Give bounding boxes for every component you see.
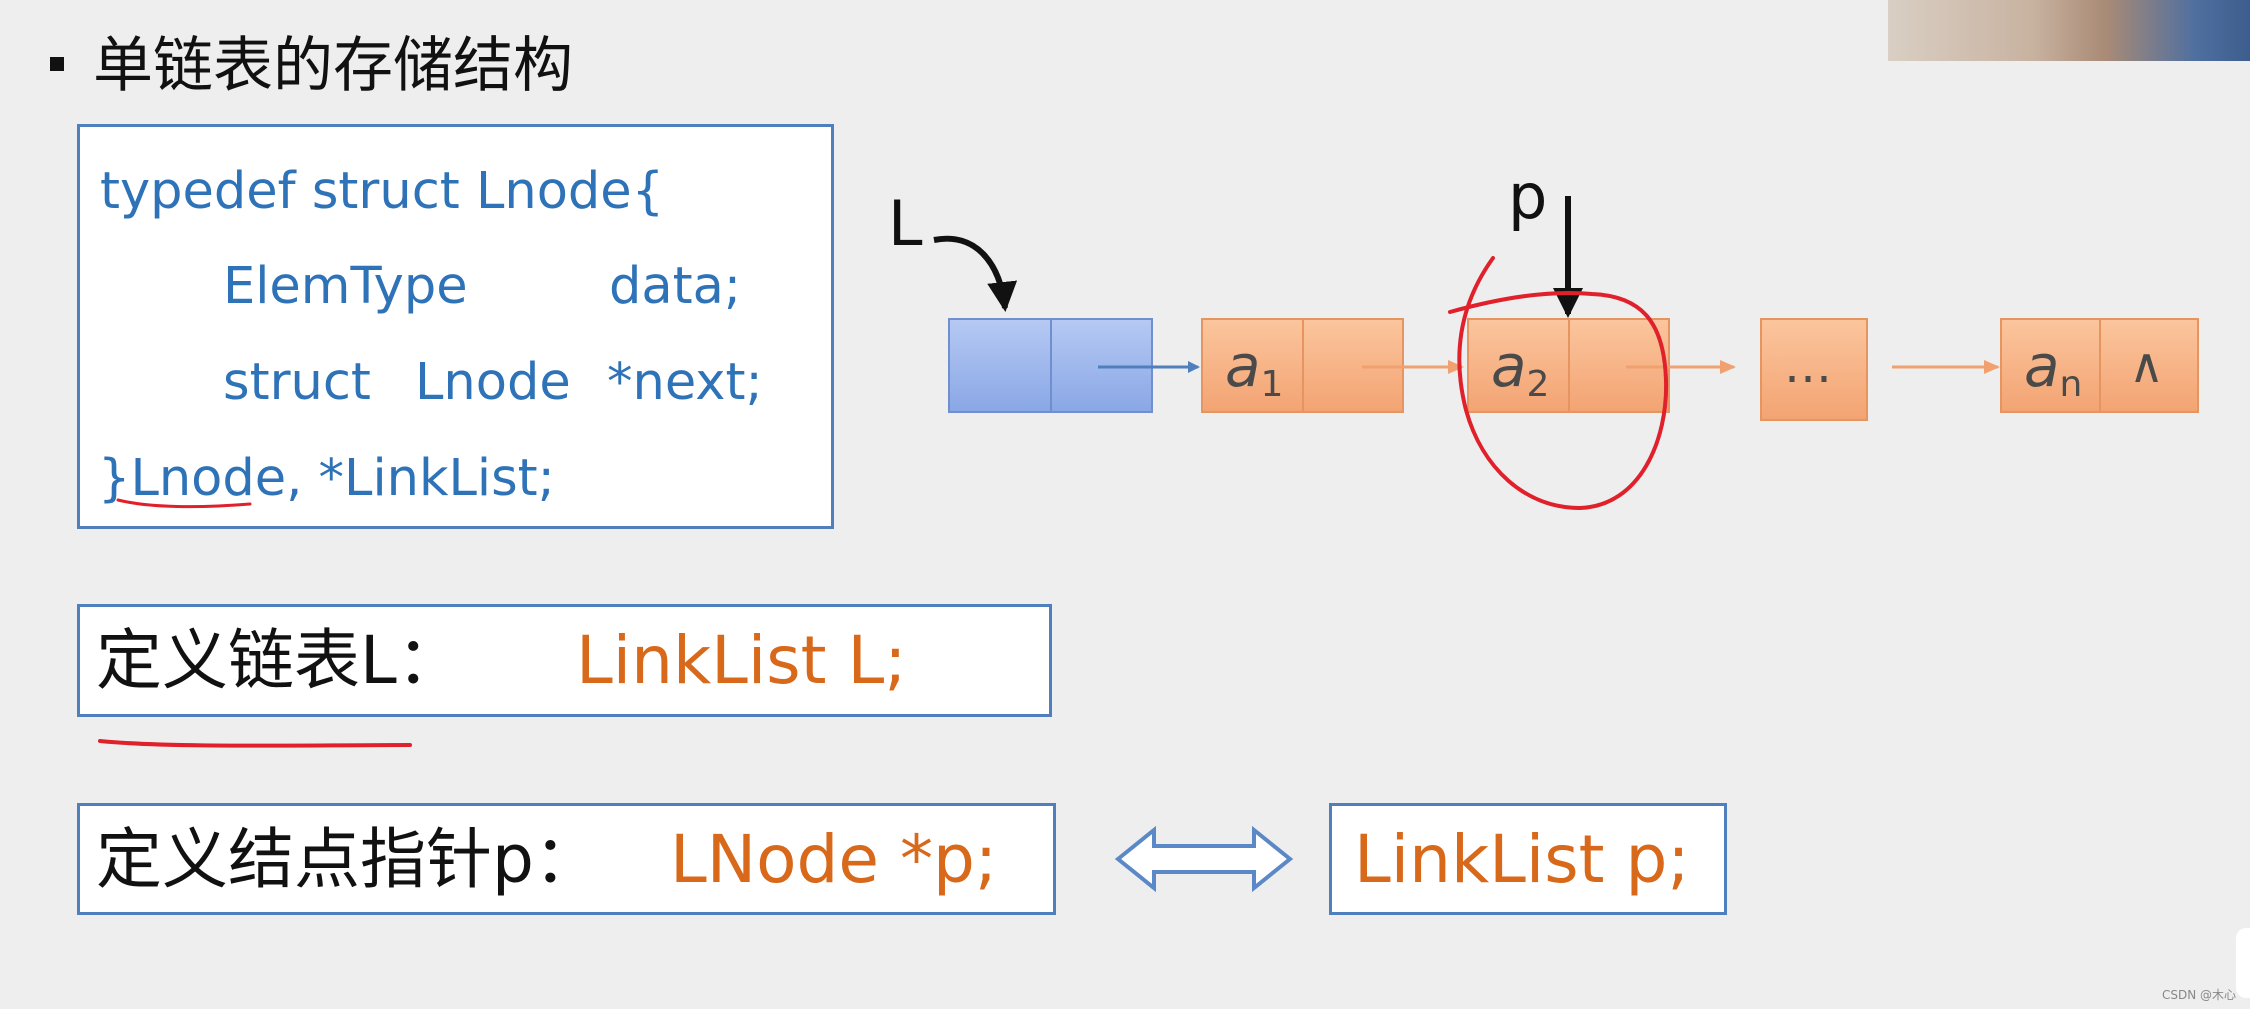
node-a1-label: a1 [1225,332,1284,405]
annotation-underline-define-list [98,739,412,748]
code-line-elemtype: ElemType [223,257,468,316]
scroll-handle[interactable] [2236,928,2250,998]
node-a2-label: a2 [1491,332,1550,405]
code-line-data: data; [609,257,742,316]
code-line-typedef: typedef struct Lnode{ [100,162,665,221]
node-ellipsis-label: … [1784,338,1832,394]
p-pointer-label: p [1508,160,1548,233]
code-line-closing: }Lnode, *LinkList; [98,449,555,508]
head-pointer-label: L [888,187,923,260]
node-a1-data: a1 [1201,318,1304,413]
code-line-struct: struct [223,353,371,412]
define-pointer-box: 定义结点指针p： LNode *p; [77,803,1056,915]
define-list-box: 定义链表L： LinkList L; [77,604,1052,717]
title-bullet [50,57,64,71]
struct-definition-box: typedef struct Lnode{ ElemType data; str… [77,124,834,529]
code-line-next: *next; [607,353,763,412]
node-an-next: ∧ [2099,318,2199,413]
node-an-label: an [2024,332,2083,405]
webcam-overlay [1888,0,2250,61]
define-list-label: 定义链表L： [96,622,463,699]
double-arrow-icon [1114,825,1294,893]
annotation-circle-a2 [1448,256,1669,511]
node-a2-data: a2 [1467,318,1570,413]
define-list-code: LinkList L; [576,622,907,699]
watermark: CSDN @木心 [2161,988,2236,1002]
head-pointer-arrow [933,235,1018,312]
node-an-data: an [2000,318,2101,413]
equivalent-code: LinkList p; [1354,821,1690,898]
head-node-data [948,318,1052,413]
define-pointer-label: 定义结点指针p： [96,821,600,898]
slide-title: 单链表的存储结构 [93,31,573,101]
define-pointer-code: LNode *p; [670,821,998,898]
equivalent-box: LinkList p; [1329,803,1727,915]
null-terminator: ∧ [2129,338,2165,394]
code-line-lnode: Lnode [415,353,571,412]
annotation-underline-lnode [116,498,252,509]
node-ellipsis: … [1760,318,1868,421]
